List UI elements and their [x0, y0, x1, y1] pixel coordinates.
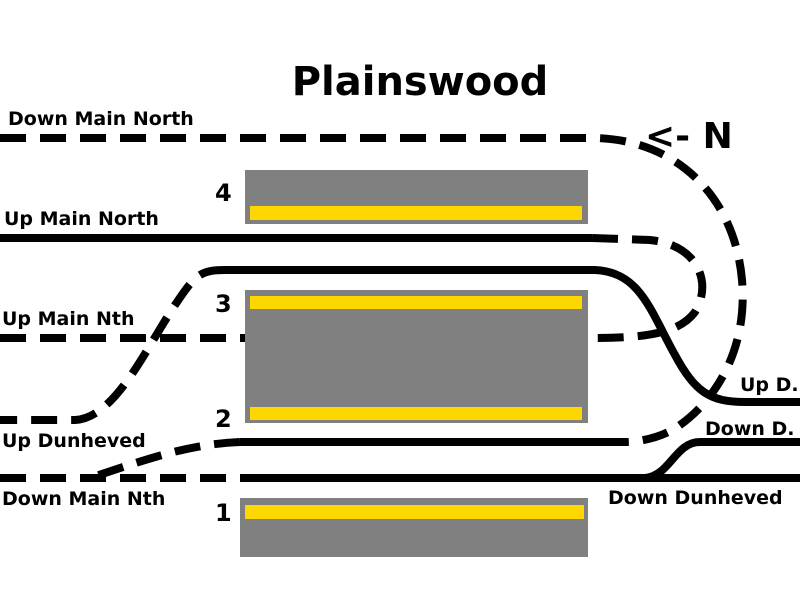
platform-number-2: 2	[215, 405, 232, 433]
label-up-main-north: Up Main North	[4, 208, 159, 230]
track-platform-3	[225, 266, 800, 406]
station-title: Plainswood	[292, 59, 549, 105]
track-up-dunheved	[0, 266, 226, 424]
label-down-d: Down D.	[705, 418, 795, 440]
platform-1	[240, 498, 588, 557]
platform-edge	[245, 505, 584, 519]
track-down-main-north	[0, 134, 747, 446]
label-down-main-north: Down Main North	[8, 108, 194, 130]
track-up-dunheved-crossover	[88, 438, 241, 482]
label-up-dunheved: Up Dunheved	[2, 430, 146, 452]
platform-edge	[250, 206, 582, 220]
platform-number-3: 3	[215, 290, 232, 318]
label-down-dunheved: Down Dunheved	[608, 487, 783, 509]
track-down-d-branch	[644, 438, 800, 482]
label-up-d: Up D.	[740, 374, 799, 396]
label-down-main-nth: Down Main Nth	[2, 488, 165, 510]
label-up-main-nth: Up Main Nth	[2, 308, 135, 330]
platform-number-4: 4	[215, 179, 232, 207]
platform-4	[245, 170, 588, 224]
platform-island-2-3	[245, 290, 588, 423]
platform-edge	[250, 407, 582, 420]
track-up-main-north-loop	[589, 234, 707, 342]
platform-edge	[250, 296, 582, 309]
platform-number-1: 1	[215, 499, 232, 527]
